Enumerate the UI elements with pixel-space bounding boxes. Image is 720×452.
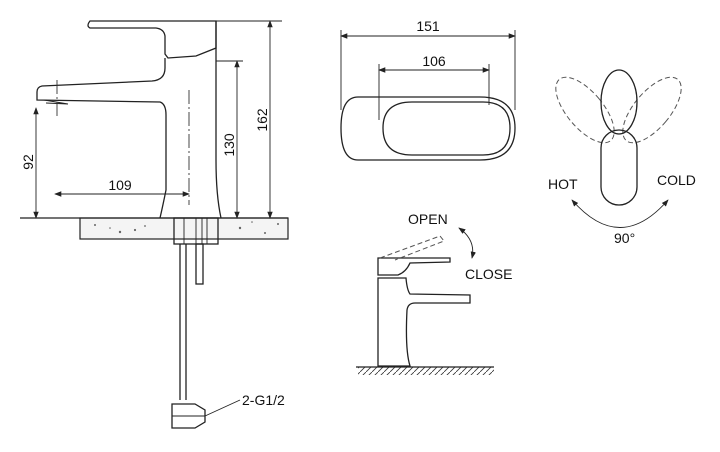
dim-162: 162 [254,108,270,132]
close-label: CLOSE [465,266,512,282]
countertop [20,217,289,240]
rotation-angle-label: 90° [614,230,635,246]
handle-rotation-view [555,69,682,228]
connection-label: 2-G1/2 [242,392,285,408]
open-close-view [356,227,494,375]
open-label: OPEN [408,211,448,227]
dim-92: 92 [20,154,36,170]
supply-hose-assembly [171,217,241,429]
hot-label: HOT [548,176,578,192]
dim-106: 106 [422,53,446,69]
cold-label: COLD [657,172,696,188]
dim-109: 109 [108,177,132,193]
top-view-faucet [340,30,516,161]
dimension-lines-side [33,20,282,219]
dim-130: 130 [221,133,237,157]
dim-151: 151 [416,18,440,34]
